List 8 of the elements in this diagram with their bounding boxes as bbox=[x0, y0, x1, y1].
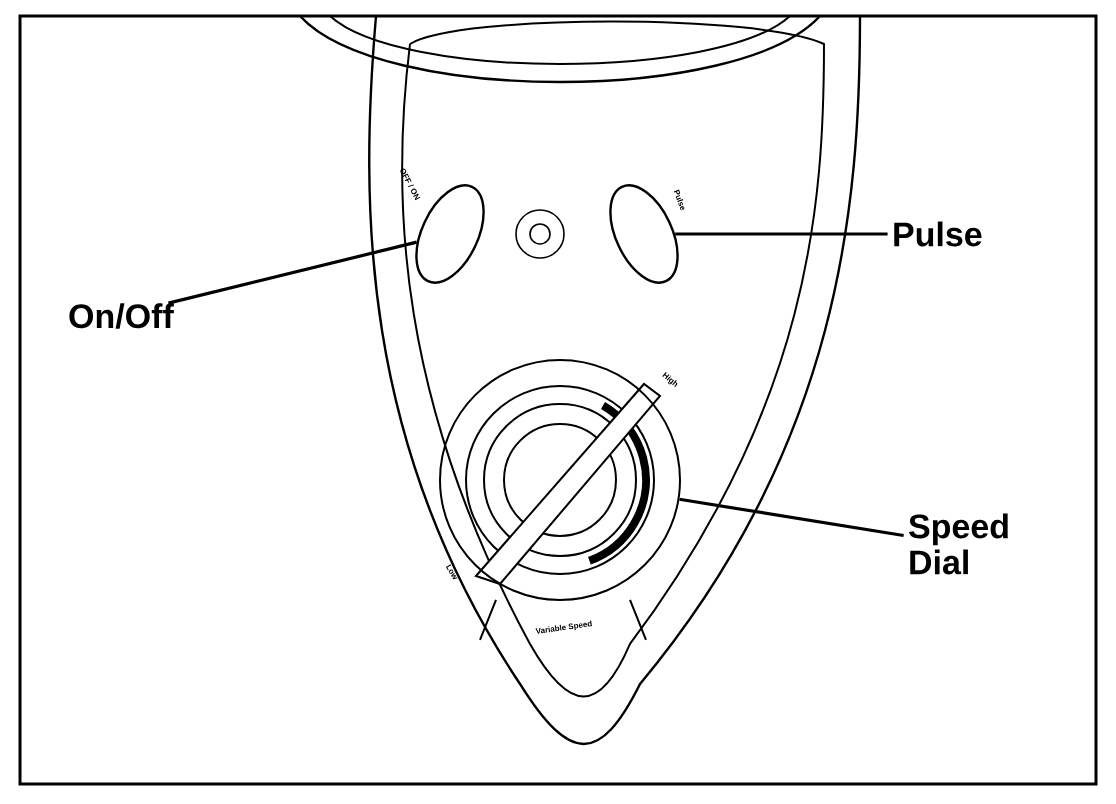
leader-line bbox=[675, 232, 888, 236]
callout-label: Speed Dial bbox=[908, 513, 1008, 575]
dial-drawing bbox=[439, 359, 681, 601]
leader-line bbox=[679, 497, 904, 538]
button-drawing bbox=[415, 184, 485, 284]
callout-label: On/Off bbox=[69, 303, 174, 329]
leader-line bbox=[168, 240, 418, 305]
callout-label: Pulse bbox=[894, 221, 982, 247]
